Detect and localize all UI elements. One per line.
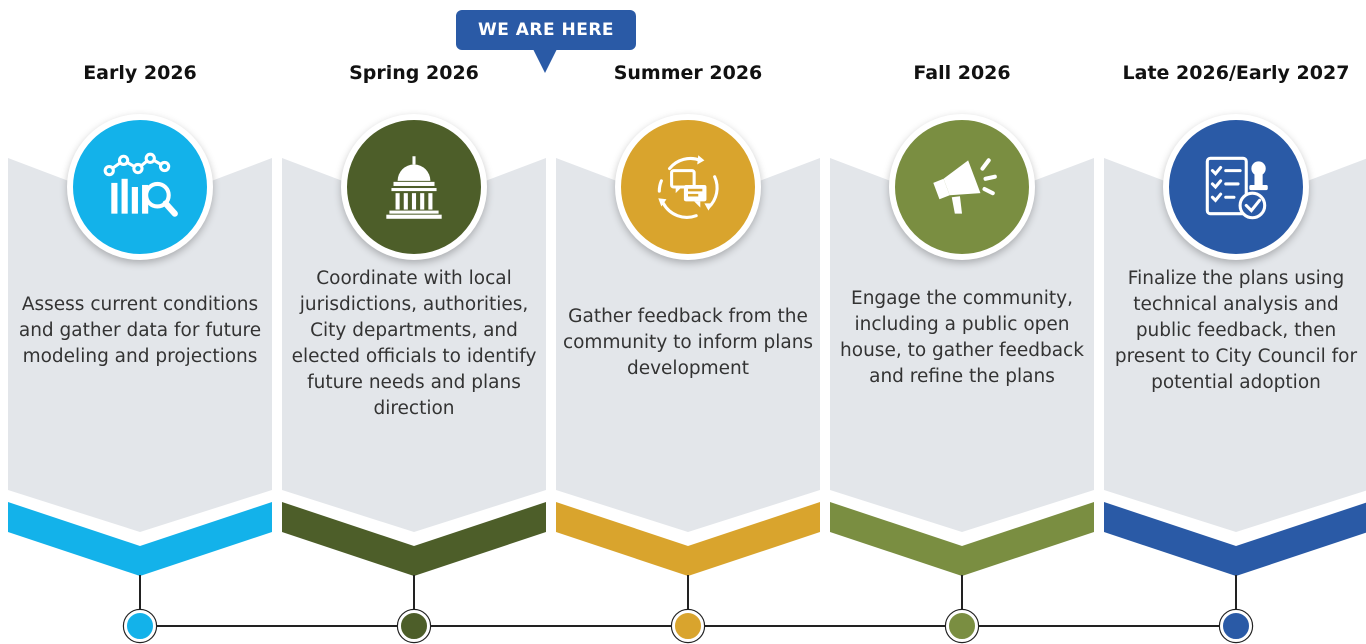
phase-early-2026: Early 2026 Assess current conditions and… [8,0,272,644]
phase-connector [961,575,963,619]
phase-heading: Spring 2026 [349,62,479,84]
phase-summer-2026: Summer 2026 Gather feedback from the com… [556,0,820,644]
phase-description: Engage the community, including a public… [840,288,1084,387]
phase-icon-badge [889,114,1035,260]
phase-heading: Summer 2026 [613,62,763,84]
approved-checklist-stamp-icon [1205,156,1268,220]
timeline-dot [398,610,430,642]
we-are-here-pointer [533,49,557,73]
megaphone-icon [933,158,997,214]
capitol-building-icon [386,156,442,219]
timeline-dot [946,610,978,642]
phase-icon-badge [615,114,761,260]
analytics-magnifier-icon [103,152,178,217]
phase-description: Coordinate with local jurisdictions, aut… [291,268,537,419]
phase-heading: Early 2026 [83,62,197,84]
we-are-here-label: WE ARE HERE [477,20,615,40]
feedback-chat-cycle-icon [657,155,719,219]
phase-late-2026-early-2027: Late 2026/Early 2027 Finalize the plans … [1104,0,1366,644]
phase-heading: Fall 2026 [913,62,1011,84]
phase-heading: Late 2026/Early 2027 [1122,62,1350,84]
we-are-here-badge: WE ARE HERE [456,10,636,50]
phase-connector [1235,575,1237,619]
timeline-dot [124,610,156,642]
phase-icon-badge [67,114,213,260]
phase-connector [413,575,415,619]
phase-connector [139,575,141,619]
phase-icon-badge [1163,114,1309,260]
phase-description: Finalize the plans using technical analy… [1114,268,1358,393]
phase-description: Assess current conditions and gather dat… [18,294,262,367]
timeline-dot [672,610,704,642]
phase-fall-2026: Fall 2026 Engage the community, includin… [830,0,1094,644]
phase-connector [687,575,689,619]
timeline-dot [1220,610,1252,642]
phase-icon-badge [341,114,487,260]
phase-spring-2026: Spring 2026 Coordinate with local jurisd… [282,0,546,644]
phase-description: Gather feedback from the community to in… [562,306,814,379]
